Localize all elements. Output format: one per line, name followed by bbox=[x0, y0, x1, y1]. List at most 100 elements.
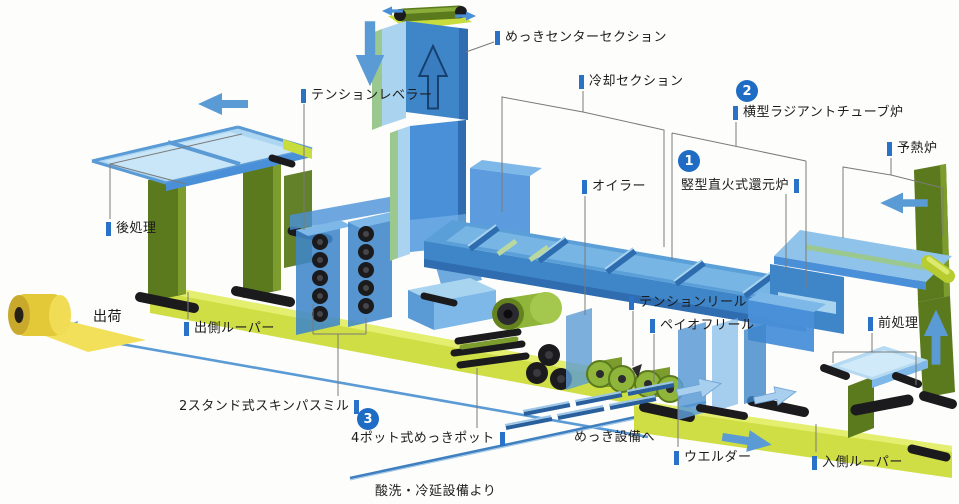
label-text: 4ポット式めっきポット bbox=[351, 431, 495, 446]
leader-plating-center bbox=[465, 41, 495, 53]
label-tick-icon bbox=[499, 432, 505, 446]
label-text: めっきセンターセクション bbox=[505, 30, 668, 45]
coil-hole bbox=[14, 307, 24, 323]
leader-lines bbox=[109, 41, 944, 452]
guide-panel bbox=[566, 308, 592, 390]
label-tick-icon bbox=[650, 319, 655, 333]
roller bbox=[850, 394, 914, 416]
duct-ribs bbox=[468, 225, 775, 299]
label-tick-icon bbox=[495, 31, 500, 45]
label-tick-icon bbox=[868, 317, 873, 331]
welder-panels bbox=[678, 318, 766, 420]
preheat-lower-box-top bbox=[748, 292, 826, 312]
label-text: ウエルダー bbox=[684, 450, 752, 465]
label-text: 入側ルーパー bbox=[822, 455, 903, 470]
step-badge-1: 1 bbox=[678, 150, 700, 172]
label-tick-icon bbox=[354, 400, 360, 414]
bridge-leg-left-hl bbox=[178, 172, 186, 295]
leader-preheat bbox=[842, 158, 944, 238]
shaft-side-green bbox=[390, 130, 398, 261]
cooling-box-front bbox=[470, 168, 530, 240]
label-horizontal-radiant-tube-furnace: 横型ラジアントチューブ炉 bbox=[733, 105, 903, 120]
tower-front-edge bbox=[459, 28, 468, 120]
cone bbox=[632, 364, 642, 378]
roller bbox=[135, 292, 199, 313]
furnace-duct bbox=[424, 220, 834, 332]
strip-bend-hl bbox=[926, 256, 950, 275]
duct-front-shadow bbox=[424, 259, 806, 332]
label-plating-pot: 4ポット式めっきポット bbox=[351, 431, 505, 446]
label-tension-leveler: テンションレベラー bbox=[301, 88, 433, 103]
strip-bend-roll bbox=[921, 255, 955, 283]
label-text: 横型ラジアントチューブ炉 bbox=[743, 105, 904, 120]
strip-band bbox=[150, 283, 648, 407]
bridge-deck-crossbar bbox=[167, 140, 241, 166]
label-text: 酸洗・冷延設備より bbox=[375, 484, 497, 499]
step-badge-3: 3 bbox=[357, 408, 379, 430]
label-tick-icon bbox=[887, 142, 892, 156]
label-pre-treatment: 前処理 bbox=[868, 316, 919, 331]
label-text: オイラー bbox=[592, 179, 647, 194]
label-tick-icon bbox=[184, 322, 189, 336]
label-tick-icon bbox=[629, 296, 634, 310]
label-plating-center-section: めっきセンターセクション bbox=[495, 30, 667, 45]
label-text: 予熱炉 bbox=[897, 141, 938, 156]
label-to-plating-equipment: めっき設備へ bbox=[574, 430, 655, 445]
label-cooling-section: 冷却セクション bbox=[579, 74, 684, 89]
label-tick-icon bbox=[582, 180, 587, 194]
label-tick-icon bbox=[794, 179, 800, 193]
label-tick-icon bbox=[106, 222, 111, 236]
preheat-structure bbox=[748, 164, 957, 409]
label-text: テンションリール bbox=[639, 295, 748, 310]
cooling-box-top bbox=[470, 160, 542, 176]
duct-top-inner bbox=[446, 226, 820, 302]
label-text: 前処理 bbox=[878, 316, 919, 331]
roller bbox=[892, 372, 922, 388]
roller bbox=[420, 292, 458, 307]
label-tick-icon bbox=[579, 75, 584, 89]
preheat-deck-front bbox=[774, 256, 926, 290]
label-tension-reel: テンションリール bbox=[629, 295, 747, 310]
post-treatment-bridge bbox=[91, 93, 313, 313]
label-from-pickling-cold-rolling: 酸洗・冷延設備より bbox=[375, 484, 496, 499]
roller bbox=[919, 391, 957, 409]
leader-pre-treatment bbox=[832, 333, 917, 385]
pre-treatment-table bbox=[820, 346, 928, 438]
label-exit-looper: 出側ルーパー bbox=[184, 321, 275, 336]
label-tick-icon bbox=[733, 106, 738, 120]
roller bbox=[268, 154, 296, 168]
flow-arrow-left-icon bbox=[198, 93, 248, 115]
label-text: 出荷 bbox=[93, 309, 122, 325]
label-text: テンションレベラー bbox=[311, 88, 433, 103]
bridge-leg-right bbox=[243, 150, 281, 298]
strip-band bbox=[634, 400, 952, 478]
shaft-side-light bbox=[398, 126, 410, 258]
label-tick-icon bbox=[674, 451, 679, 465]
label-text: めっき設備へ bbox=[574, 430, 656, 445]
label-welder: ウエルダー bbox=[674, 450, 752, 465]
conveyor-dashes bbox=[504, 373, 799, 430]
table-inner bbox=[838, 350, 918, 377]
step-badge-2: 2 bbox=[736, 80, 758, 102]
tension-reel-roll bbox=[492, 292, 562, 330]
plating-pots bbox=[408, 278, 496, 330]
skin-pass-mill bbox=[290, 195, 404, 335]
reel-welder-cluster bbox=[450, 292, 766, 420]
label-tick-icon bbox=[812, 456, 817, 470]
oiler-rollers bbox=[450, 328, 530, 369]
label-tick-icon bbox=[301, 89, 306, 103]
leader-cooling-section bbox=[501, 91, 665, 247]
mill-stand-1-top bbox=[296, 220, 352, 236]
label-skin-pass-mill: 2スタンド式スキンパスミル bbox=[179, 399, 360, 414]
cap-roll bbox=[396, 5, 466, 22]
label-text: ペイオフリール bbox=[660, 318, 755, 333]
roller bbox=[907, 444, 951, 462]
leader-skin-pass-mill bbox=[312, 304, 367, 396]
roller bbox=[696, 404, 748, 420]
cap-roll-hl bbox=[402, 7, 460, 14]
leader-post-treatment bbox=[109, 133, 243, 219]
label-text: 出側ルーパー bbox=[194, 321, 275, 336]
label-entry-looper: 入側ルーパー bbox=[812, 455, 903, 470]
